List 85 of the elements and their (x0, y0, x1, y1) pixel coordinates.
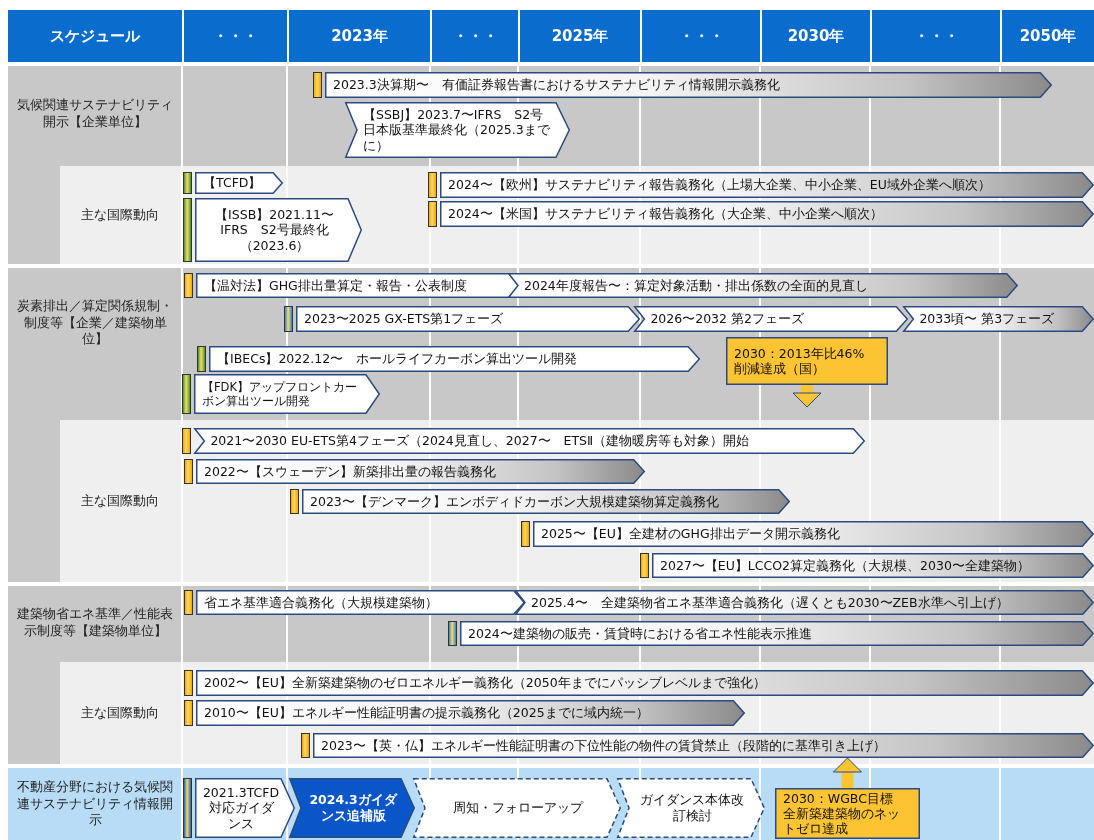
arrow-label: 【SSBJ】2023.7〜IFRS S2号日本版基準最終化（2025.3までに） (363, 105, 551, 155)
timeline-bar (195, 172, 283, 194)
column-header: 2025年 (520, 10, 640, 62)
callout-box (726, 337, 888, 385)
timeline-bar (440, 201, 1094, 227)
timeline-bar (196, 590, 525, 615)
timeline-bar (302, 489, 790, 514)
timeline-bar (460, 621, 1094, 646)
row-band (8, 66, 1094, 264)
arrow-label: 2027〜【EU】LCCO2算定義務化（大規模、2030〜全建築物） (660, 556, 1031, 575)
timeline-bar (515, 590, 1094, 615)
arrow-label: 2024〜【欧州】サステナビリティ報告義務化（上場大企業、中小企業、EU域外企業へ順次） (448, 176, 992, 195)
arrow-label: 2024〜建築物の販売・賃貸時における省エネ性能表示推進 (468, 624, 813, 643)
timeline-bar (903, 306, 1094, 332)
arrow-label: 2022〜【スウェーデン】新築排出量の報告義務化 (204, 462, 497, 481)
callout-arrow (792, 385, 822, 408)
sub-row-band (60, 166, 1094, 264)
column-header: ・・・ (872, 10, 1000, 62)
arrow-label: ガイダンス本体改訂検討 (639, 791, 745, 825)
column-header: ・・・ (642, 10, 760, 62)
callout-box (775, 788, 920, 839)
arrow-label: 2026〜2032 第2フェーズ (650, 310, 805, 329)
arrow-label: 2025.4〜 全建築物省エネ基準適合義務化（遅くとも2030〜ZEB水準へ引上げ） (531, 593, 1010, 612)
arrow-label: 2024年度報告〜：算定対象活動・排出係数の全面的見直し (524, 276, 869, 295)
row-band (8, 268, 1094, 582)
arrow-label: 【ISSB】2021.11〜IFRS S2号最終化（2023.6） (214, 205, 335, 255)
arrow-label: 【FDK】アップフロントカーボン算出ツール開発 (202, 378, 358, 410)
timeline-bar (634, 306, 908, 332)
timeline-bar (194, 374, 380, 414)
row-header: 主な国際動向 (80, 205, 160, 224)
timeline-bar (345, 102, 570, 158)
arrow-label: 2023〜【英・仏】エネルギー性能証明書の下位性能の物件の賃貸禁止（段階的に基準引き上げ） (321, 736, 887, 755)
arrow-label: 【TCFD】 (203, 174, 263, 193)
timeline-bar (196, 459, 645, 484)
row-band (8, 768, 1094, 840)
column-header: 2030年 (762, 10, 870, 62)
timeline-bar (652, 553, 1094, 578)
timeline-bar (196, 670, 1094, 696)
column-header: ・・・ (432, 10, 518, 62)
timeline-bar (196, 700, 745, 726)
timeline-bar (440, 172, 1094, 198)
row-header: 主な国際動向 (80, 491, 160, 510)
timeline-bar (196, 273, 520, 298)
timeline-bar (195, 198, 362, 262)
timeline-bar (413, 778, 621, 838)
timeline-bar (533, 521, 1094, 547)
timeline-bar (296, 306, 640, 332)
arrow-label: 【IBECs】2022.12〜 ホールライフカーボン算出ツール開発 (217, 350, 579, 369)
row-header: 主な国際動向 (80, 703, 160, 722)
row-header: 建築物省エネ基準／性能表示制度等【建築物単位】 (16, 605, 174, 640)
arrow-label: 2024.3ガイダンス追補版 (308, 791, 399, 825)
column-header: 2050年 (1002, 10, 1094, 62)
arrow-label: 【温対法】GHG排出量算定・報告・公表制度 (204, 276, 468, 295)
arrow-label: 2021〜2030 EU-ETS第4フェーズ（2024見直し、2027〜 ETSⅡ（建物暖房等も対象）開始 (210, 432, 751, 451)
arrow-label: 2002〜【EU】全新築建築物のゼロエネルギー義務化（2050年までにパッシブレベルまで強化） (204, 674, 767, 693)
column-header: 2023年 (289, 10, 430, 62)
timeline-bar (194, 428, 865, 454)
arrow-label: 周知・フォローアップ (452, 799, 585, 818)
arrow-label: 2023〜【デンマーク】エンボディドカーボン大規模建築物算定義務化 (310, 492, 720, 511)
arrow-label: 2010〜【EU】エネルギー性能証明書の提示義務化（2025までに域内統一） (204, 704, 650, 723)
arrow-label: 2025〜【EU】全建材のGHG排出データ開示義務化 (541, 525, 841, 544)
arrow-label: 2024〜【米国】サステナビリティ報告義務化（大企業、中小企業へ順次） (448, 205, 884, 224)
row-header: 不動産分野における気候関連サステナビリティ情報開示 (16, 777, 174, 830)
timeline-bar (195, 778, 295, 838)
arrow-label: 2023〜2025 GX-ETS第1フェーズ (304, 310, 505, 329)
timeline-bar (617, 778, 765, 838)
timeline-bar (289, 778, 415, 838)
row-band (8, 586, 1094, 764)
callout-arrow (833, 757, 862, 788)
timeline-bar (325, 72, 1052, 98)
sub-row-band (60, 662, 1094, 764)
callout-text: 2030：2013年比46%削減達成（国） (734, 345, 866, 378)
callout-text: 2030：WGBC目標全新築建築物のネットゼロ達成 (783, 790, 901, 838)
arrow-label: 省エネ基準適合義務化（大規模建築物） (204, 593, 439, 612)
arrow-label: 2021.3TCFD対応ガイダンス (203, 783, 279, 833)
timeline-bar (209, 346, 700, 372)
column-header: ・・・ (184, 10, 287, 62)
column-header: スケジュール (8, 10, 182, 62)
arrow-label: 2033頃〜 第3フェーズ (919, 310, 1056, 329)
row-header: 炭素排出／算定関係規制・制度等【企業／建築物単位】 (16, 296, 174, 349)
arrow-label: 2023.3決算期〜 有価証券報告書におけるサステナビリティ情報開示義務化 (333, 76, 781, 95)
row-header: 気候関連サステナビリティ開示【企業単位】 (16, 96, 174, 131)
timeline-bar (313, 733, 1094, 758)
timeline-bar (508, 273, 1018, 298)
sub-row-band (60, 420, 1094, 582)
